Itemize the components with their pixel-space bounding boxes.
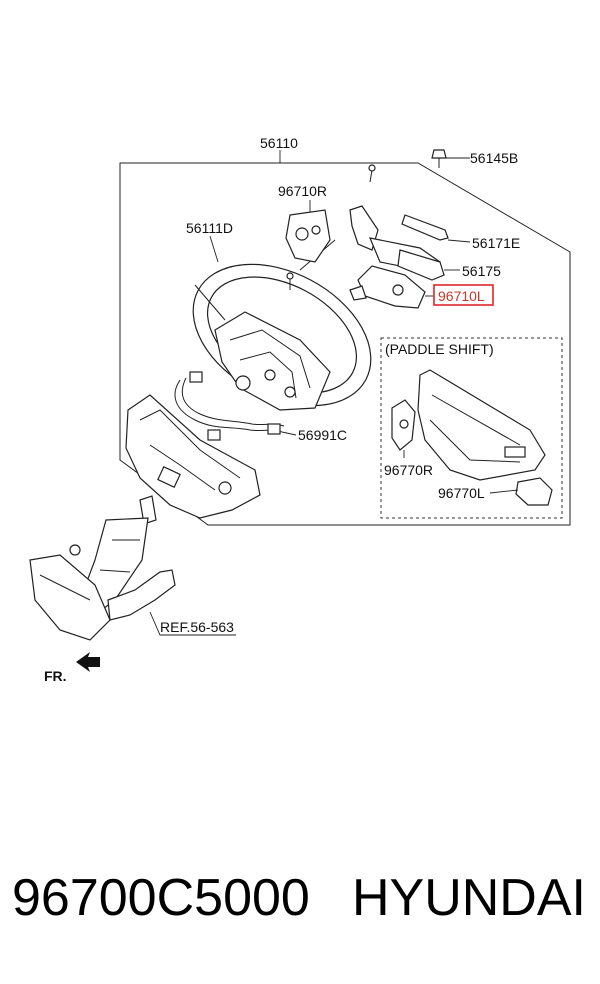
footer: 96700C5000 HYUNDAI [0, 868, 600, 958]
wheel-hub [194, 239, 336, 411]
remote-switch-left [349, 265, 426, 309]
brand-name: HYUNDAI [351, 869, 586, 927]
label-reference: REF.56-563 [160, 619, 234, 635]
leader-lines [149, 150, 519, 636]
label-56175: 56175 [462, 263, 501, 279]
cover-56175 [397, 249, 445, 281]
label-paddle-shift: (PADDLE SHIFT) [385, 341, 494, 357]
airbag-housing [125, 394, 261, 519]
screw-icon [368, 164, 376, 183]
label-96710r: 96710R [278, 183, 327, 199]
paddle-shift-right [391, 399, 416, 451]
label-56171e: 56171E [472, 235, 520, 251]
label-56111d: 56111D [186, 220, 233, 236]
assembly-outline [119, 162, 571, 526]
paddle-shift-left [515, 477, 553, 506]
label-56991c: 56991C [298, 427, 347, 443]
label-56110: 56110 [260, 135, 298, 151]
label-96770l: 96770L [438, 485, 485, 501]
label-front: FR. [44, 668, 67, 684]
paddle-housing [417, 369, 546, 481]
label-96710l: 96710L [438, 288, 485, 304]
cover-56171e [401, 214, 449, 241]
highlight-box [433, 284, 494, 306]
label-96770r: 96770R [384, 462, 433, 478]
wiring-harness [174, 371, 285, 441]
paddle-shift-box [380, 337, 563, 519]
steering-column [29, 495, 176, 641]
front-direction-arrow-icon [76, 652, 100, 672]
bolt-icon [431, 149, 447, 168]
remote-switch-right [285, 209, 331, 290]
label-56145b: 56145B [470, 150, 518, 166]
part-number: 96700C5000 [12, 869, 310, 927]
